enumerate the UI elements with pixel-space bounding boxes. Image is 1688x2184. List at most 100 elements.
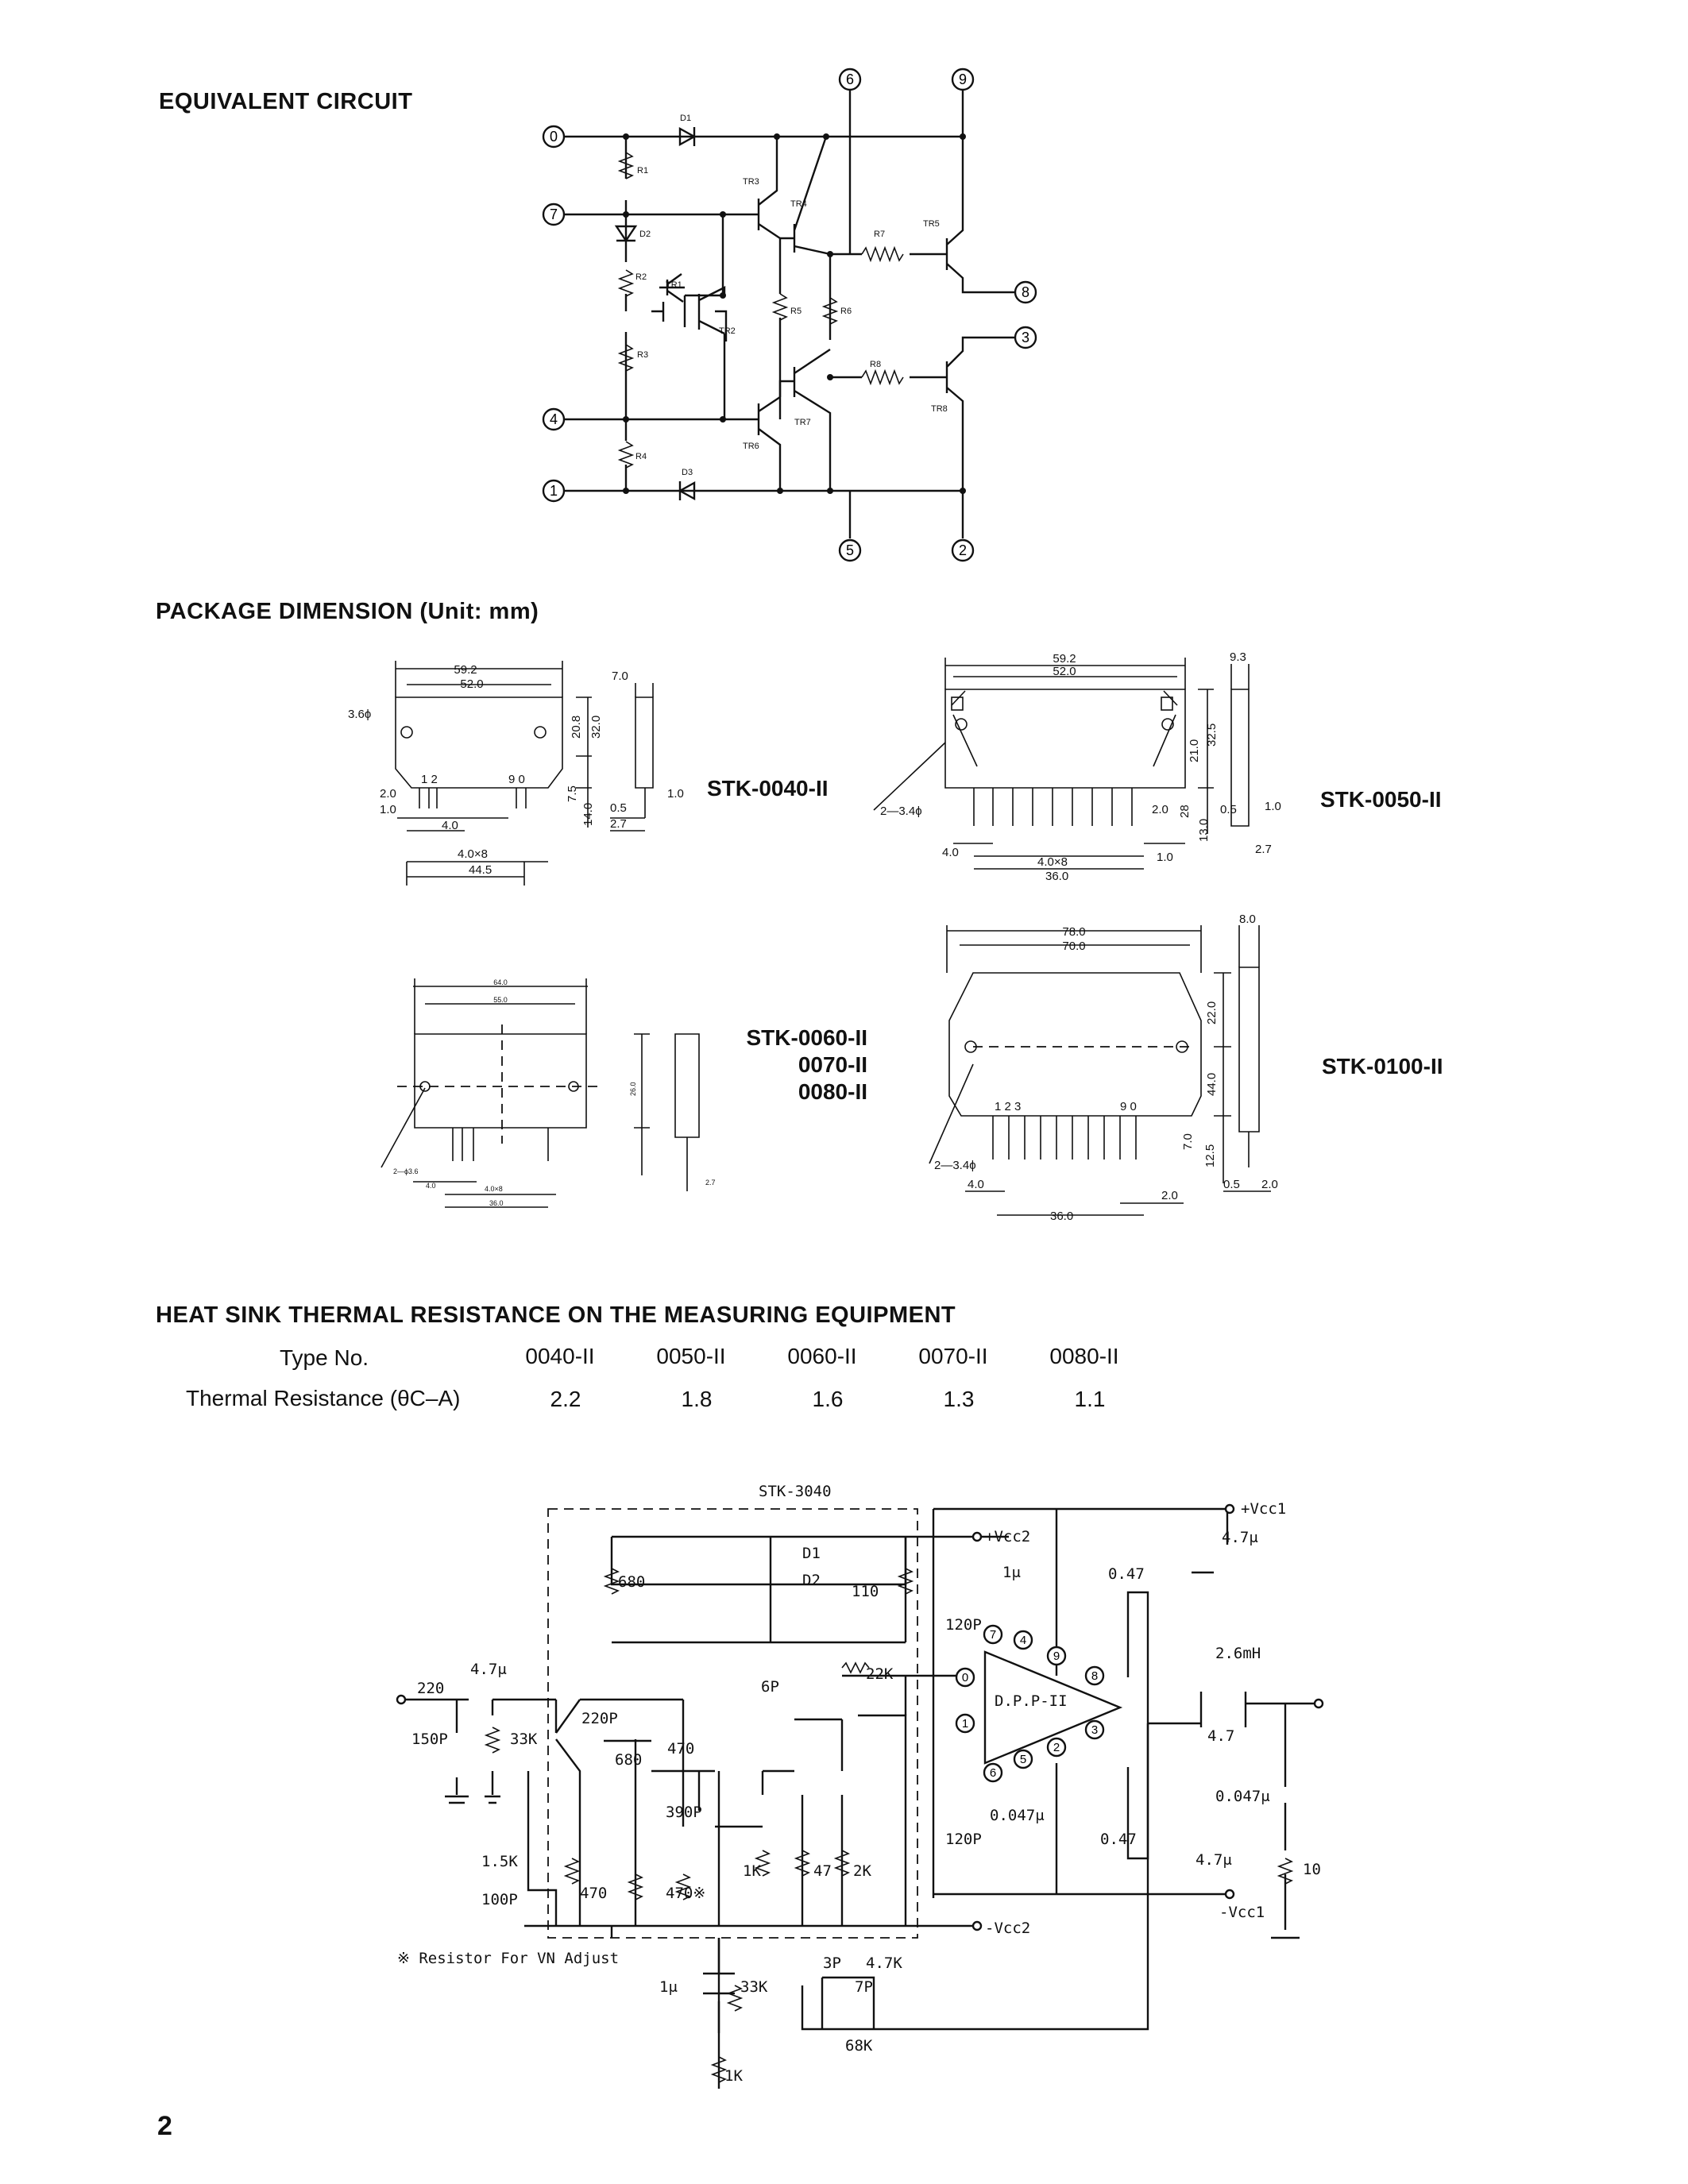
val-r-470-adjust: 470※ [666,1885,705,1902]
val-c-1u: 1μ [1002,1564,1021,1581]
val-c-0-047u: 0.047μ [990,1807,1045,1824]
label-tr3: TR3 [743,177,759,187]
dim-0050-0: 59.2 [1053,652,1076,666]
val-r-110: 110 [852,1583,879,1600]
package-dimension-heading: PACKAGE DIMENSION (Unit: mm) [156,599,539,624]
heat-sink-heading: HEAT SINK THERMAL RESISTANCE ON THE MEAS… [156,1302,956,1328]
dim-0050-3: 21.0 [1188,739,1201,762]
thermal-resistance-table: Type No. Thermal Resistance (θC–A) 0040-… [186,1344,1119,1411]
col-0080: 0080-II [1049,1344,1119,1368]
dim-0040-6: 1 2 [421,773,438,786]
val-r-in: 220 [417,1680,444,1697]
label-stk-0080-line3: 0080-II [798,1079,867,1104]
pin-2: 2 [959,542,967,558]
val-r-10: 10 [1303,1861,1321,1878]
val-c-1u-fb: 1μ [659,1978,678,1996]
dim-0040-2: 7.0 [612,669,628,683]
dim-0100-8: 7.0 [1181,1133,1195,1150]
val-0070: 1.3 [943,1387,975,1411]
val-r-22k: 22K [866,1665,894,1683]
dim-0040-8: 2.0 [380,787,396,801]
col-0050: 0050-II [656,1344,726,1368]
dim-0060-2: 26.0 [629,1082,637,1096]
val-r-1k-gnd: 1K [724,2067,743,2085]
dim-0050-5: 2—3.4ϕ [880,805,922,818]
page-number: 2 [157,2111,173,2141]
label-tr7: TR7 [794,418,811,427]
dim-0060-5: 4.0×8 [485,1185,503,1193]
dim-0040-14: 2.7 [610,817,627,831]
col-0070: 0070-II [918,1344,988,1368]
dpp-pin-3: 3 [1091,1723,1098,1737]
val-0060: 1.6 [812,1387,844,1411]
dim-0050-15: 1.0 [1157,851,1173,864]
val-0040: 2.2 [550,1387,581,1411]
val-c-3p: 3P [823,1954,841,1972]
dim-0050-9: 0.5 [1220,803,1237,816]
dim-0040-7: 9 0 [508,773,525,786]
dim-0100-13: 2.0 [1261,1178,1278,1191]
dim-0050-8: 13.0 [1197,819,1211,842]
dpp-pin-6: 6 [990,1766,996,1780]
dim-0100-12: 0.5 [1223,1178,1240,1191]
pin-3: 3 [1022,330,1029,345]
dpp-pin-2: 2 [1053,1741,1060,1754]
dim-0100-10: 4.0 [968,1178,984,1191]
dpp-pin-8: 8 [1091,1669,1098,1683]
val-c-150p: 150P [411,1731,448,1748]
dim-0040-1: 52.0 [460,677,483,691]
dim-0060-4: 4.0 [426,1182,436,1190]
dim-0050-1: 52.0 [1053,665,1076,678]
dim-0100-5: 1 2 3 [995,1100,1021,1113]
val-r-0-47-bottom: 0.47 [1100,1831,1137,1848]
dim-0040-5: 32.0 [589,716,603,739]
dim-0100-1: 70.0 [1062,940,1085,953]
dim-0060-1: 55.0 [493,996,508,1004]
label-r3: R3 [637,350,648,360]
label-r8: R8 [870,360,881,369]
dim-0050-6: 2.0 [1152,803,1168,816]
val-c-100p: 100P [481,1891,518,1908]
label-tr4: TR4 [790,199,807,209]
val-l-2-6mh: 2.6mH [1215,1645,1261,1662]
dpp-pin-5: 5 [1020,1753,1026,1766]
dim-0100-4: 44.0 [1205,1073,1219,1096]
dim-0040-0: 59.2 [454,663,477,677]
pin-5: 5 [846,542,854,558]
dim-0040-17: 44.5 [469,863,492,877]
label-stk-0060-line1: STK-0060-II [746,1025,868,1050]
pin-6: 6 [846,71,854,87]
dim-0040-16: 4.0×8 [458,847,488,861]
dim-0040-4: 20.8 [570,716,583,739]
dim-0040-11: 7.5 [566,785,579,802]
label-tr1: TR1 [666,280,682,290]
val-c-4-7u-neg: 4.7μ [1196,1851,1232,1869]
label-tr6: TR6 [743,442,759,451]
dpp-pin-9: 9 [1053,1650,1060,1663]
val-c-120p-top: 120P [945,1616,982,1634]
label-r1: R1 [637,166,648,176]
val-c-120p-bottom: 120P [945,1831,982,1848]
dim-0040-10: 4.0 [442,819,458,832]
val-d2: D2 [802,1572,821,1589]
val-c-in: 4.7μ [470,1661,507,1678]
label-r6: R6 [840,307,852,316]
pin-0: 0 [550,129,558,145]
val-d1: D1 [802,1545,821,1562]
dim-0060-0: 64.0 [493,978,508,986]
dim-0100-0: 78.0 [1062,925,1085,939]
dim-0050-14: 36.0 [1045,870,1068,883]
label-r4: R4 [635,452,647,461]
thermal-resistance-label: Thermal Resistance (θC–A) [186,1386,461,1410]
pin-9: 9 [959,71,967,87]
dim-0100-7: 2—3.4ϕ [934,1159,976,1172]
dim-0100-11: 2.0 [1161,1189,1178,1202]
pin-7: 7 [550,206,558,222]
dim-0040-9: 1.0 [380,803,396,816]
